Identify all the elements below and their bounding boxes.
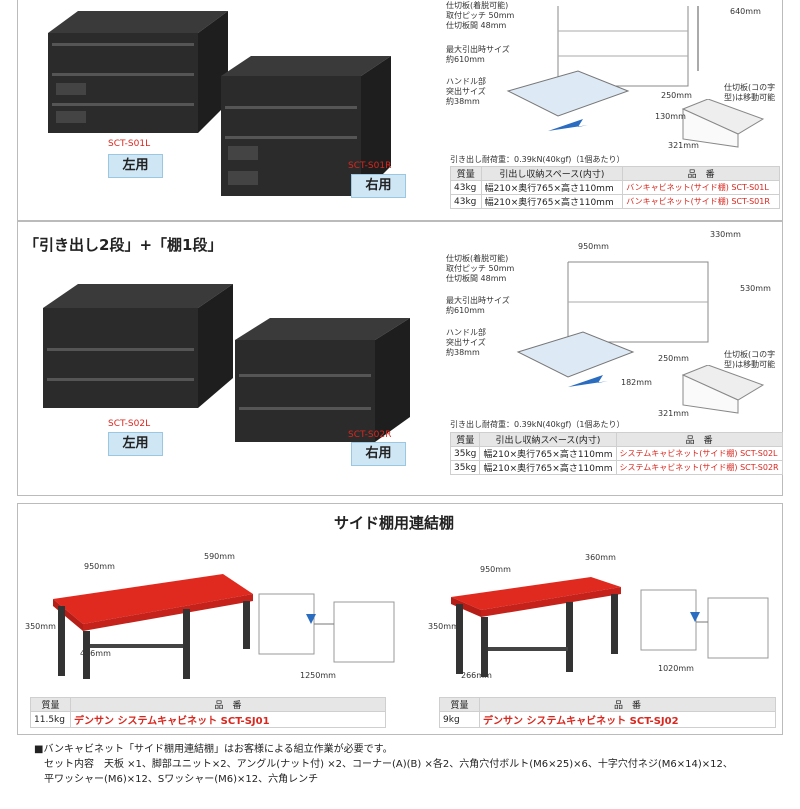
s01-load-note: 引き出し耐荷重：0.39kN(40kgf)（1個あたり） — [450, 155, 625, 164]
section-s01: SCT-S01L 左用 SCT-S01R 右用 640mm 仕切板(着脱可能)取… — [17, 0, 783, 221]
set-contents-line1: セット内容 天板 ×1、脚部ユニット×2、アングル(ナット付) ×2、コーナー(… — [44, 759, 733, 770]
sj02-assembly-image — [640, 589, 769, 659]
s01-dim-w: 250mm — [661, 91, 692, 100]
s01r-label: 右用 — [351, 174, 406, 198]
s02-dim-height: 530mm — [740, 284, 771, 293]
sj01-dim-w: 950mm — [84, 562, 115, 571]
s01-dim-h: 130mm — [655, 112, 686, 121]
s02l-label: 左用 — [108, 432, 163, 456]
cabinet-s01l-image — [48, 11, 228, 133]
s01-dim-height: 640mm — [730, 7, 761, 16]
sj01-dim-d: 590mm — [204, 552, 235, 561]
s02-partition-box-image — [681, 365, 765, 414]
s01-partition-box-image — [681, 99, 765, 148]
set-contents-line2: 平ワッシャー(M6)×12、Sワッシャー(M6)×12、六角レンチ — [44, 774, 319, 785]
section-sj: サイド棚用連結棚 950mm 590mm 350mm 496mm 1250mm … — [17, 503, 783, 735]
sj02-table-image — [451, 577, 621, 677]
s02r-label: 右用 — [351, 442, 406, 466]
s01-part-note: 仕切板(コの字型)は移動可能 — [724, 83, 776, 102]
cabinet-s02r-image — [235, 318, 410, 442]
s02-dim-depth: 330mm — [710, 230, 741, 239]
cabinet-s02l-image — [43, 284, 233, 408]
s01-drawer-diagram — [506, 6, 699, 131]
s02r-code: SCT-S02R — [348, 430, 392, 440]
s01l-label: 左用 — [108, 154, 163, 178]
sj02-dim-leg: 266mm — [461, 671, 492, 680]
sj01-assembly-image — [258, 593, 395, 663]
sj02-dim-h: 350mm — [428, 622, 459, 631]
section-s02: 「引き出し2段」+「棚1段」 SCT-S02L 左用 SCT-S02R 右用 9… — [17, 221, 783, 496]
s02-handle: ハンドル部突出サイズ約38mm — [446, 328, 486, 357]
s01-max-draw: 最大引出時サイズ約610mm — [446, 45, 510, 64]
s02-drawer-diagram — [516, 261, 709, 387]
s01-dim-d: 321mm — [668, 141, 699, 150]
s02-load-note: 引き出し耐荷重：0.39kN(40kgf)（1個あたり） — [450, 420, 625, 429]
s02-dim-width: 950mm — [578, 242, 609, 251]
sj01-span: 1250mm — [300, 671, 336, 680]
sj01-table-image — [53, 574, 253, 679]
s01-handle: ハンドル部突出サイズ約38mm — [446, 77, 486, 106]
s02-title: 「引き出し2段」+「棚1段」 — [24, 236, 223, 254]
sj02-dim-d: 360mm — [585, 553, 616, 562]
s02-part-note: 仕切板(コの字型)は移動可能 — [724, 350, 776, 369]
assembly-note: ■バンキャビネット「サイド棚用連結棚」はお客様による組立作業が必要です。 — [34, 744, 393, 755]
s01l-code: SCT-S01L — [108, 139, 151, 149]
s02-dim-d: 321mm — [658, 409, 689, 418]
sj-title: サイド棚用連結棚 — [334, 514, 455, 532]
s02-dim-h: 182mm — [621, 378, 652, 387]
s02l-code: SCT-S02L — [108, 419, 151, 429]
sj01-dim-h: 350mm — [25, 622, 56, 631]
sj02-span: 1020mm — [658, 664, 694, 673]
sj01-dim-leg: 496mm — [80, 649, 111, 658]
s02-dim-w: 250mm — [658, 354, 689, 363]
s02-max-draw: 最大引出時サイズ約610mm — [446, 296, 510, 315]
s01r-code: SCT-S01R — [348, 161, 392, 171]
sj02-dim-w: 950mm — [480, 565, 511, 574]
cabinet-s01r-image — [221, 56, 391, 196]
